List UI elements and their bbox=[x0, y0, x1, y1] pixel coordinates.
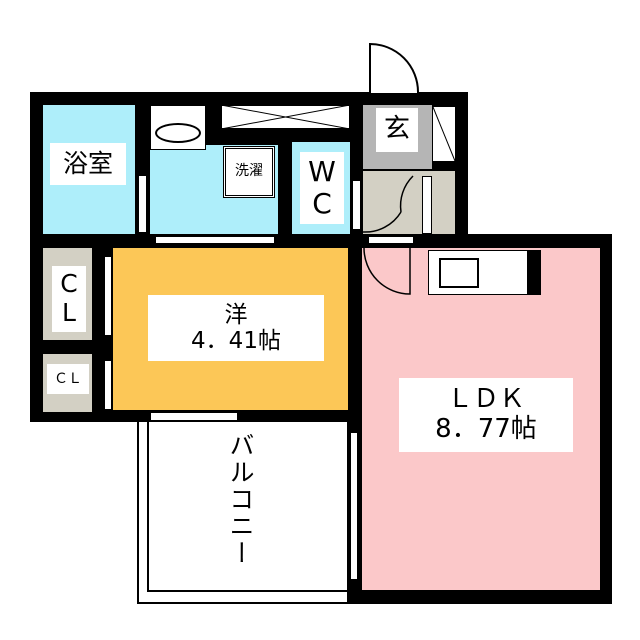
bathroom-label: 浴室 bbox=[50, 143, 126, 185]
closet-2-label: ＣＬ bbox=[47, 364, 89, 394]
toilet-door[interactable] bbox=[352, 180, 361, 230]
western-room-size: 4．41帖 bbox=[191, 328, 281, 354]
ldk-label: ＬＤＫ 8．77帖 bbox=[399, 378, 573, 452]
entrance-door-icon bbox=[369, 42, 419, 95]
entrance-label: 玄 bbox=[376, 108, 418, 152]
washroom-door[interactable] bbox=[155, 236, 275, 244]
ldk-sliding-window[interactable] bbox=[350, 432, 358, 580]
ldk-size: 8．77帖 bbox=[435, 414, 537, 444]
western-room-label: 洋 4．41帖 bbox=[148, 295, 324, 361]
bath-door[interactable] bbox=[138, 175, 147, 233]
toilet-label: W C bbox=[300, 152, 344, 224]
shoe-cabinet-icon bbox=[432, 106, 456, 162]
ldk-name: ＬＤＫ bbox=[446, 384, 525, 415]
kitchen-sink-icon bbox=[439, 258, 479, 288]
ldk-partition bbox=[348, 340, 362, 440]
hall-door[interactable] bbox=[422, 176, 432, 234]
balcony-inner-rail bbox=[147, 422, 349, 592]
ldk-door-icon bbox=[363, 248, 411, 295]
closet-1-door[interactable] bbox=[104, 256, 112, 336]
ldk-door[interactable] bbox=[368, 236, 414, 244]
kitchen-column bbox=[528, 250, 541, 295]
balcony bbox=[137, 422, 349, 604]
sink-basin-icon bbox=[155, 123, 201, 143]
storage-closet-icon bbox=[221, 105, 350, 129]
balcony-label: バルコニー bbox=[226, 432, 255, 567]
washer-label: 洗濯 bbox=[228, 152, 270, 190]
western-room-name: 洋 bbox=[224, 301, 248, 328]
hall-door-icon bbox=[363, 175, 414, 233]
western-window[interactable] bbox=[150, 412, 238, 421]
closet-1-label: C L bbox=[52, 266, 86, 332]
closet-2-door[interactable] bbox=[104, 360, 112, 410]
